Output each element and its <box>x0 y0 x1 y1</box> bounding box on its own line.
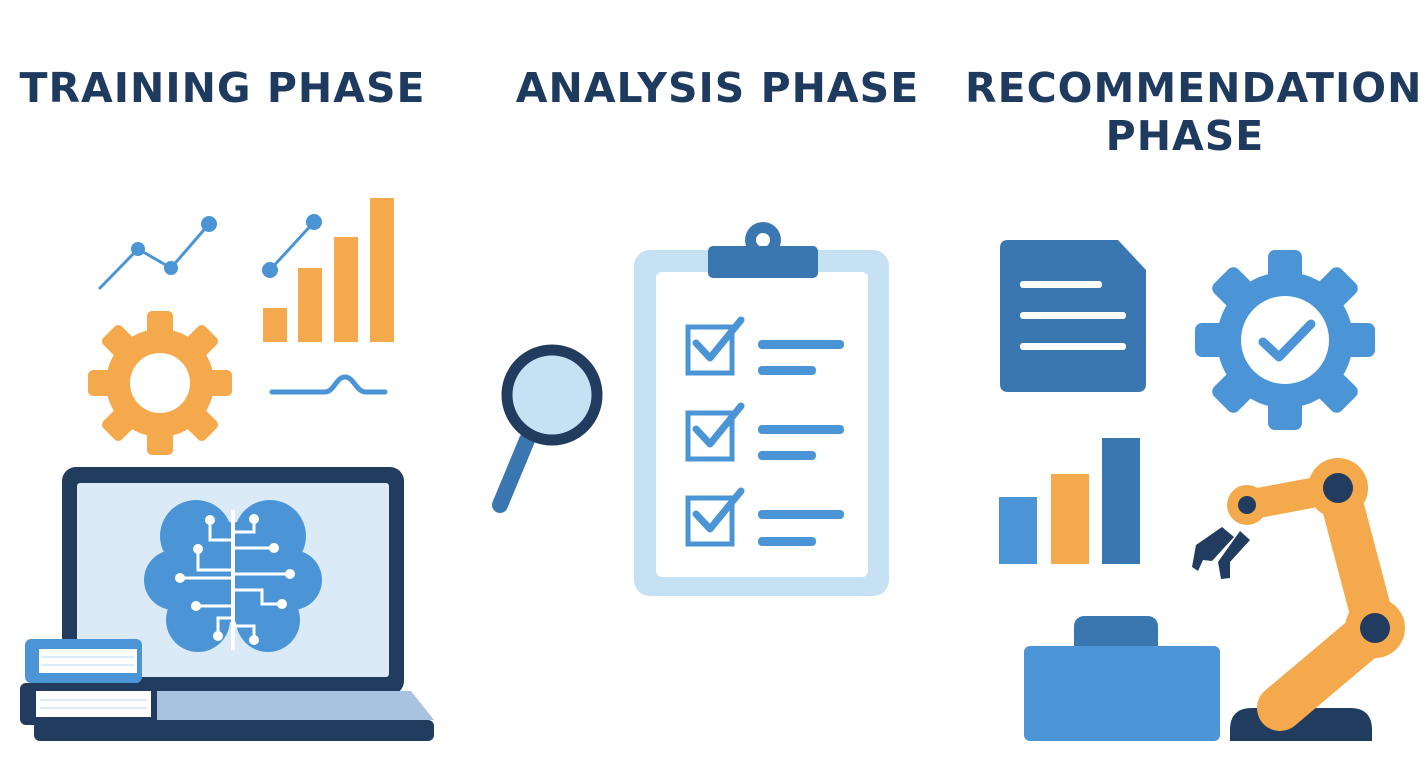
line-chart-icon <box>98 216 217 290</box>
briefcase-icon <box>1024 616 1220 741</box>
signal-wave-icon <box>269 374 388 395</box>
clipboard-checklist-icon <box>634 222 889 596</box>
document-icon <box>1000 240 1146 392</box>
checklist-item <box>685 487 844 547</box>
bar-chart-icon <box>999 438 1140 564</box>
title-line: PHASE <box>1105 112 1265 160</box>
magnifying-glass-icon <box>492 344 603 513</box>
analysis-phase-title: ANALYSIS PHASE <box>495 64 940 112</box>
title-line: ANALYSIS PHASE <box>515 64 920 112</box>
robotic-arm-icon <box>1192 458 1405 741</box>
gear-icon <box>88 311 232 455</box>
bar-chart-icon <box>262 198 394 342</box>
books-icon <box>20 639 157 725</box>
title-line: TRAINING PHASE <box>19 64 426 112</box>
brain-circuit-icon <box>144 500 322 652</box>
checklist-item <box>685 316 844 376</box>
gear-check-icon <box>1195 250 1375 430</box>
recommendation-phase-title: RECOMMENDATION PHASE <box>965 64 1423 160</box>
title-line: RECOMMENDATION <box>965 64 1423 112</box>
training-phase-title: TRAINING PHASE <box>0 64 445 112</box>
checklist-item <box>685 402 844 462</box>
